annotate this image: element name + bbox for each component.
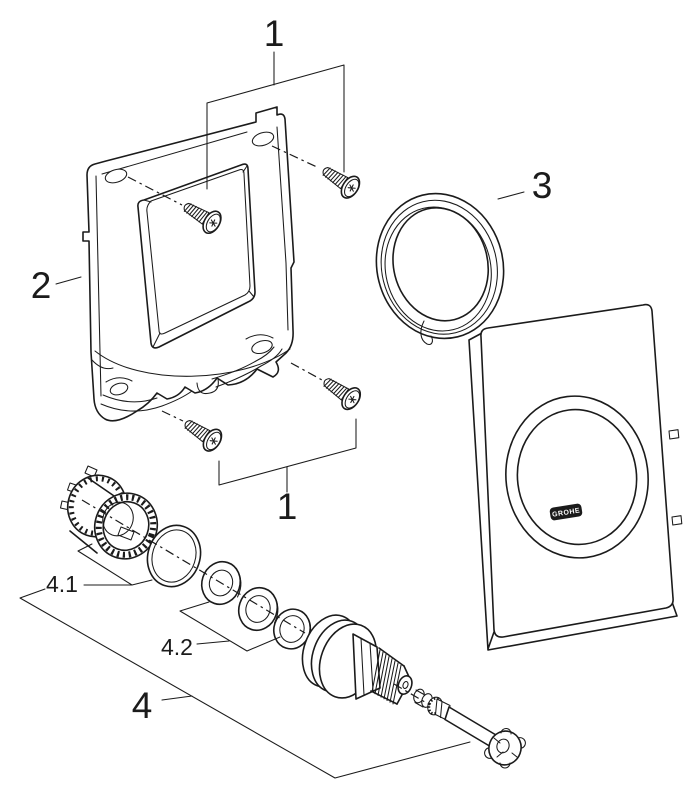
callout-bracket [77, 543, 153, 586]
callout-bracket [179, 601, 281, 652]
plate-button-inner [516, 408, 638, 546]
frame-opening [137, 163, 256, 349]
screw-axis-lines [127, 145, 323, 422]
rod-shaft [444, 706, 497, 749]
cartridge-housing [59, 465, 159, 560]
callout-label-4: 4 [132, 685, 153, 726]
knurled-knob [484, 727, 526, 769]
flush-plate: GROHE [468, 303, 683, 651]
callout-4: 4 [19, 588, 471, 779]
frame-hole-bottom-left [109, 382, 129, 396]
frame-hole-top-right [251, 131, 275, 147]
callout-leader [55, 276, 82, 285]
callout-leader [497, 191, 525, 200]
callout-4-1: 4.1 [46, 543, 153, 597]
grohe-logo-text: GROHE [552, 507, 581, 518]
frame-edge-lines [95, 126, 289, 397]
screw-top-right [316, 158, 365, 203]
assembly-axis-line [81, 499, 431, 706]
seal-ring [375, 192, 505, 345]
callout-bracket [218, 418, 357, 493]
mounting-frame [82, 106, 295, 422]
screw-bottom-center [178, 411, 227, 456]
frame-bevel-corners [143, 165, 255, 348]
screw-bottom-right [317, 370, 365, 414]
callout-label-1-bottom: 1 [277, 486, 298, 527]
plate-side-edge [468, 332, 678, 651]
grohe-logo: GROHE [549, 503, 583, 521]
callout-3: 3 [497, 165, 553, 206]
callout-bracket [19, 588, 471, 779]
frame-bottom-sweep [94, 348, 291, 377]
callout-bracket [206, 51, 345, 190]
frame-hole-bottom-right [251, 339, 273, 355]
callout-label-4-1: 4.1 [46, 571, 78, 597]
frame-hole-top-left [104, 168, 128, 184]
washer-2 [237, 586, 279, 632]
callout-1-top: 1 [206, 13, 345, 190]
valve-threads [371, 649, 402, 705]
seal-ring-tail [420, 320, 433, 345]
o-ring [146, 524, 202, 588]
push-rod [413, 688, 526, 769]
callout-label-4-2: 4.2 [161, 634, 193, 660]
callout-2: 2 [31, 265, 82, 306]
frame-clip-details [91, 334, 283, 412]
housing-inner-notch [117, 526, 135, 541]
callout-label-2: 2 [31, 265, 52, 306]
plate-edge-notches [668, 429, 683, 526]
callout-4-2: 4.2 [161, 601, 281, 660]
callout-label-3: 3 [532, 165, 553, 206]
callout-label-1-top: 1 [264, 13, 285, 54]
valve-body [301, 614, 413, 705]
callout-1-bottom: 1 [218, 418, 357, 527]
